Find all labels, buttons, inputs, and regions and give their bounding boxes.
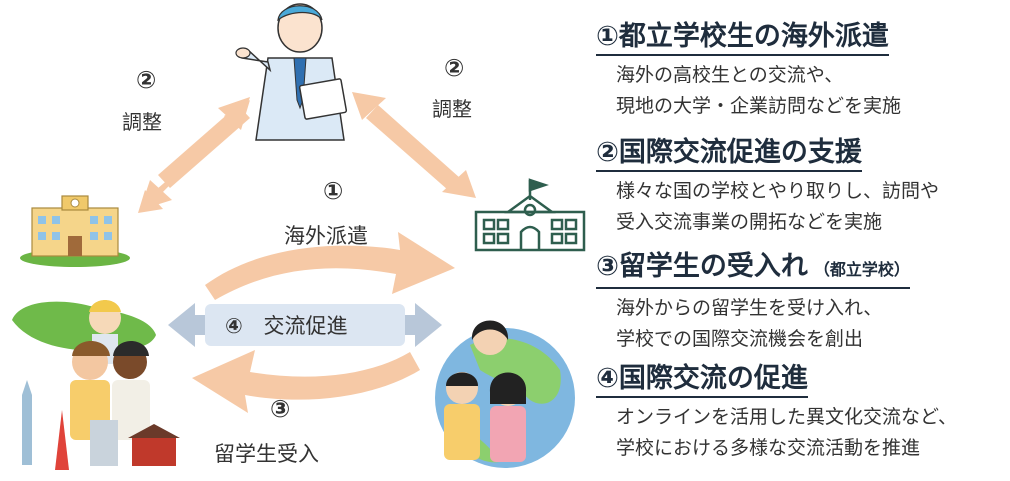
coordination-left-number: ② [136,66,157,94]
coordination-arrow-left [138,97,250,213]
dispatch-label: 海外派遣 [284,224,368,248]
coordination-arrow-right [352,92,476,198]
coordination-right-number: ② [444,54,465,82]
section-dispatch: ①都立学校生の海外派遣 海外の高校生との交流や、 現地の大学・企業訪問などを実施 [596,20,1001,122]
coordination-left-label: 調整 [122,110,162,134]
section-line: オンラインを活用した異文化交流など、 [616,406,958,428]
exchange-arrow [168,303,442,347]
section-title-text: ②国際交流促進の支援 [596,137,862,168]
acceptance-arrow [192,350,420,413]
section-line: 学校における多様な交流活動を推進 [616,437,921,459]
exchange-promotion-number: ④ [225,314,243,338]
exchange-promotion-label: ④ 交流促進 [225,310,347,340]
official-person-icon [235,3,348,141]
section-title-text: ③留学生の受入れ [596,251,808,282]
section-line: 様々な国の学校とやり取りし、訪問や [616,180,940,202]
section-title-note: （都立学校） [813,260,910,279]
dispatch-number: ① [323,177,344,205]
section-promotion: ④国際交流の促進 オンラインを活用した異文化交流など、 学校における多様な交流活… [596,362,1001,464]
section-title: ③留学生の受入れ （都立学校） [596,250,910,289]
acceptance-label: 留学生受入 [214,442,319,466]
overseas-school-icon [474,178,586,252]
section-line: 学校での国際交流機会を創出 [616,328,864,350]
section-support: ②国際交流促進の支援 様々な国の学校とやり取りし、訪問や 受入交流事業の開拓など… [596,136,1001,238]
dispatch-arrow [205,232,455,300]
section-title-text: ①都立学校生の海外派遣 [596,21,889,52]
section-title-text: ④国際交流の促進 [596,363,808,394]
acceptance-number: ③ [270,395,291,423]
exchange-promotion-box [205,304,405,346]
coordination-right-label: 調整 [432,97,472,121]
tokyo-school-building-icon [20,195,130,267]
tokyo-students-icon [12,300,180,470]
section-title: ①都立学校生の海外派遣 [596,20,889,56]
exchange-promotion-text: 交流促進 [263,314,348,338]
section-line: 現地の大学・企業訪問などを実施 [616,95,902,117]
section-title: ④国際交流の促進 [596,362,808,398]
section-line: 受入交流事業の開拓などを実施 [616,211,883,233]
section-line: 海外からの留学生を受け入れ、 [616,297,883,319]
section-acceptance: ③留学生の受入れ （都立学校） 海外からの留学生を受け入れ、 学校での国際交流機会… [596,250,1001,355]
international-students-globe-icon [435,320,575,468]
section-title: ②国際交流促進の支援 [596,136,862,172]
section-line: 海外の高校生との交流や、 [616,64,844,86]
